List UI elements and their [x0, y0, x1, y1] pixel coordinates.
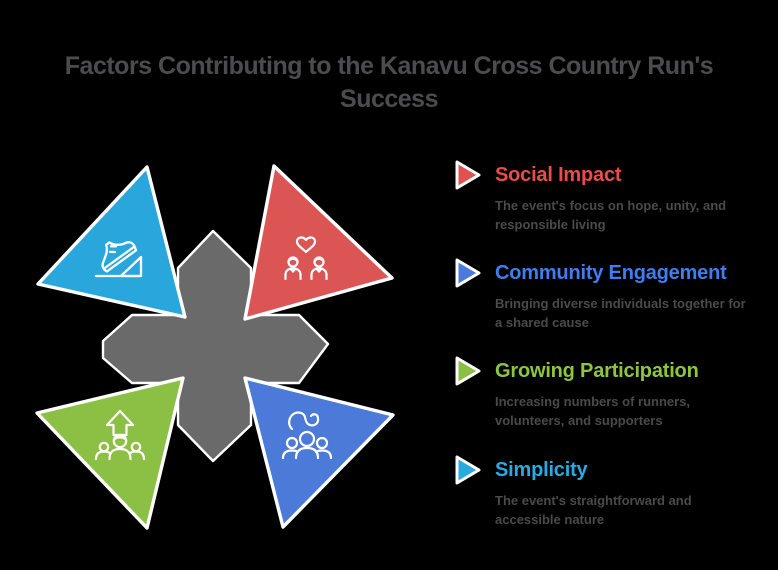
arrow-right-icon [455, 455, 481, 485]
arrow-right-icon [455, 356, 481, 386]
diagram [35, 164, 395, 530]
arrow-right-icon [455, 258, 481, 288]
triangle-simplicity [36, 165, 187, 319]
legend-desc-simplicity: The event's straightforward and accessib… [495, 493, 692, 527]
legend-item-simplicity: Simplicity The event's straightforward a… [452, 455, 752, 529]
legend-title-social-impact: Social Impact [495, 164, 622, 186]
page-title: Factors Contributing to the Kanavu Cross… [0, 50, 778, 116]
running-shoe-icon [94, 241, 143, 278]
triangle-community-engagement [243, 376, 395, 529]
arrow-right-icon [455, 160, 481, 190]
legend-title-community-engagement: Community Engagement [495, 262, 727, 284]
legend-item-social-impact: Social Impact The event's focus on hope,… [452, 160, 752, 234]
legend-title-simplicity: Simplicity [495, 459, 588, 481]
legend-item-growing-participation: Growing Participation Increasing numbers… [452, 356, 752, 430]
page-title-line1: Factors Contributing to the Kanavu Cross… [64, 52, 714, 80]
legend-title-growing-participation: Growing Participation [495, 360, 699, 382]
legend-desc-community-engagement: Bringing diverse individuals together fo… [495, 296, 746, 330]
legend-desc-social-impact: The event's focus on hope, unity, and re… [495, 198, 727, 232]
legend-item-community-engagement: Community Engagement Bringing diverse in… [452, 258, 752, 332]
page-title-line2: Success [340, 85, 438, 113]
triangle-social-impact [243, 164, 394, 321]
growth-people-icon [94, 409, 146, 461]
center-cross-shape [101, 229, 330, 463]
heart-people-icon [284, 236, 328, 281]
legend-desc-growing-participation: Increasing numbers of runners, volunteer… [495, 394, 691, 428]
team-people-icon [281, 411, 333, 460]
